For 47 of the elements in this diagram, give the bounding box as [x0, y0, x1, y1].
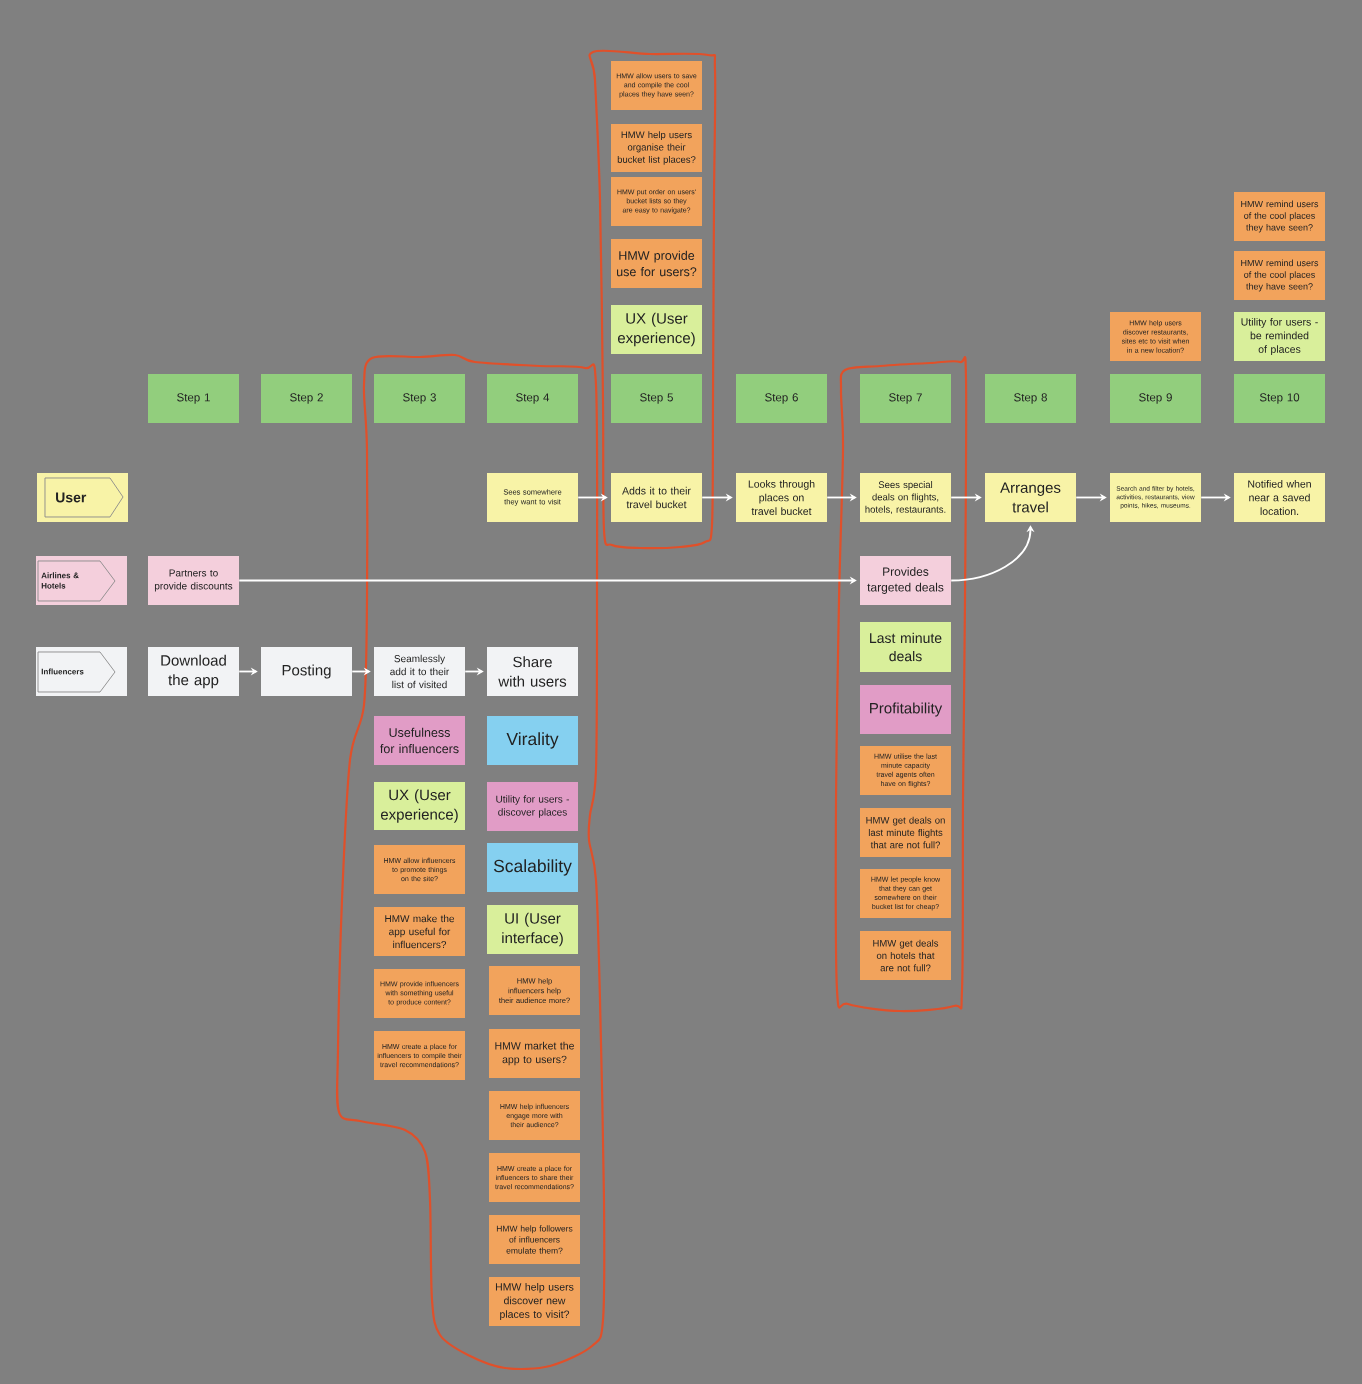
- sticky-note: Virality: [487, 716, 578, 765]
- sticky-note: UX (User experience): [611, 305, 702, 354]
- sticky-note: Step 6: [736, 374, 827, 423]
- sticky-note: UI (User interface): [487, 905, 578, 954]
- sticky-note: HMW market the app to users?: [489, 1029, 580, 1078]
- sticky-note: Step 9: [1110, 374, 1201, 423]
- sticky-note: HMW help users discover new places to visit?: [489, 1277, 580, 1326]
- sticky-note: Step 1: [148, 374, 239, 423]
- sticky-note: HMW get deals on last minute flights that are not full?: [860, 808, 951, 857]
- sticky-note: Download the app: [148, 647, 239, 696]
- sticky-note: Adds it to their travel bucket: [611, 473, 702, 522]
- sticky-note: Step 10: [1234, 374, 1325, 423]
- freehand-loop: [834, 356, 968, 1013]
- sticky-note: HMW make the app useful for influencers?: [374, 907, 465, 956]
- sticky-note: HMW remind users of the cool places they have seen?: [1234, 192, 1325, 241]
- sticky-note: Looks through places on travel bucket: [736, 473, 827, 522]
- sticky-note: HMW help followers of influencers emulate them?: [489, 1215, 580, 1264]
- sticky-note: Scalability: [487, 843, 578, 892]
- sticky-note: HMW remind users of the cool places they have seen?: [1234, 251, 1325, 300]
- lane-label: User: [37, 473, 128, 522]
- sticky-note: HMW help users organise their bucket list places?: [611, 124, 702, 172]
- sticky-note: Step 2: [261, 374, 352, 423]
- sticky-note: Seamlessly add it to their list of visited: [374, 647, 465, 696]
- sticky-note: Notified when near a saved location.: [1234, 473, 1325, 522]
- sticky-note: HMW provide use for users?: [611, 239, 702, 288]
- sticky-note: Arranges travel: [985, 473, 1076, 522]
- lane-label: Airlines & Hotels: [36, 556, 127, 605]
- lane-label: Influencers: [36, 647, 127, 696]
- sticky-note: Step 3: [374, 374, 465, 423]
- sticky-note: Step 4: [487, 374, 578, 423]
- sticky-note: Step 8: [985, 374, 1076, 423]
- sticky-note: Step 7: [860, 374, 951, 423]
- sticky-note: Provides targeted deals: [860, 556, 951, 605]
- sticky-note: HMW get deals on hotels that are not full?: [860, 931, 951, 980]
- sticky-note: Sees special deals on flights, hotels, restaurants.: [860, 473, 951, 522]
- sticky-note: Utility for users - be reminded of places: [1234, 312, 1325, 361]
- freehand-loop: [588, 49, 717, 550]
- freehand-loop: [335, 353, 606, 1371]
- sticky-note: Utility for users - discover places: [487, 782, 578, 831]
- sticky-note: Usefulness for influencers: [374, 716, 465, 765]
- sticky-note: Profitability: [860, 685, 951, 734]
- sticky-note: Step 5: [611, 374, 702, 423]
- sticky-note: Partners to provide discounts: [148, 556, 239, 605]
- sticky-note: Posting: [261, 647, 352, 696]
- sticky-note: Share with users: [487, 647, 578, 696]
- sticky-note: Last minute deals: [860, 622, 951, 672]
- sticky-note: UX (User experience): [374, 782, 465, 830]
